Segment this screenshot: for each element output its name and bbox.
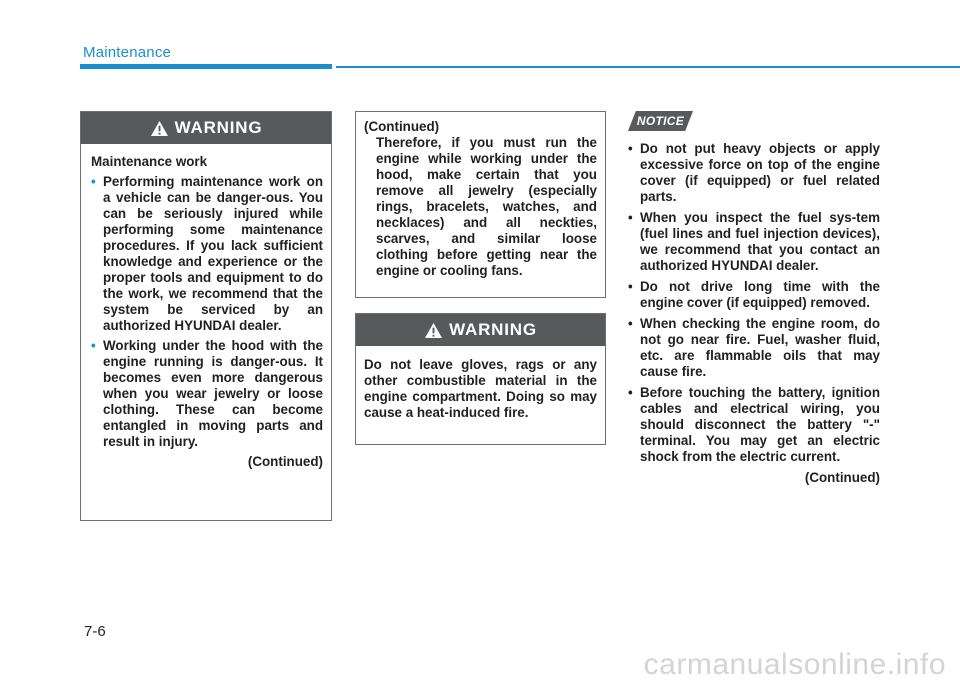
notice-item-text: Do not put heavy objects or apply excess… [640,141,880,204]
bullet-dot-icon: • [628,210,633,225]
bullet-dot-icon: • [91,338,96,353]
warning-bullet-text: Performing maintenance work on a vehicle… [103,174,323,333]
notice-item: • Before touching the battery, ignition … [628,385,880,465]
notice-badge: NOTICE [628,111,693,131]
bullet-dot-icon: • [628,141,633,156]
continued-text: Therefore, if you must run the engine wh… [376,135,597,278]
continued-label: (Continued) [247,454,323,469]
continued-label: (Continued) [804,470,880,485]
header-rule-thick [80,64,332,69]
continued-warning-box: (Continued) Therefore, if you must run t… [355,111,606,298]
warning-triangle-icon [150,120,168,136]
notice-item: • When checking the engine room, do not … [628,316,880,380]
warning-box-combustible: WARNING Do not leave gloves, rags or any… [355,313,606,445]
notice-item: • When you inspect the fuel sys-tem (fue… [628,210,880,274]
warning-header: WARNING [356,314,605,346]
notice-item-text: When checking the engine room, do not go… [640,316,880,379]
notice-item-text: Before touching the battery, ignition ca… [640,385,880,464]
header-rule-thin [336,66,960,68]
warning-box-maintenance: WARNING Maintenance work • Performing ma… [80,111,332,521]
warning-heading: WARNING [449,320,537,339]
page-number: 7-6 [84,623,106,640]
watermark: carmanualsonline.info [643,648,946,681]
warning-heading: WARNING [174,118,263,137]
bullet-dot-icon: • [91,174,96,189]
notice-item: • Do not put heavy objects or apply exce… [628,141,880,205]
notice-list: • Do not put heavy objects or apply exce… [628,141,880,486]
warning-subtitle: Maintenance work [91,154,208,169]
notice-item: • Do not drive long time with the engine… [628,279,880,311]
bullet-dot-icon: • [628,385,633,400]
notice-item-text: Do not drive long time with the engine c… [640,279,880,310]
continued-label: (Continued) [364,119,440,134]
warning-bullet: • Working under the hood with the engine… [91,338,323,450]
bullet-dot-icon: • [628,316,633,331]
warning-bullet-text: Working under the hood with the engine r… [103,338,323,449]
warning-text: Do not leave gloves, rags or any other c… [364,357,597,420]
section-title: Maintenance [83,44,172,61]
warning-header: WARNING [81,112,331,144]
warning-triangle-icon [425,322,443,338]
warning-bullet: • Performing maintenance work on a vehic… [91,174,323,334]
notice-item-text: When you inspect the fuel sys-tem (fuel … [640,210,880,273]
bullet-dot-icon: • [628,279,633,294]
